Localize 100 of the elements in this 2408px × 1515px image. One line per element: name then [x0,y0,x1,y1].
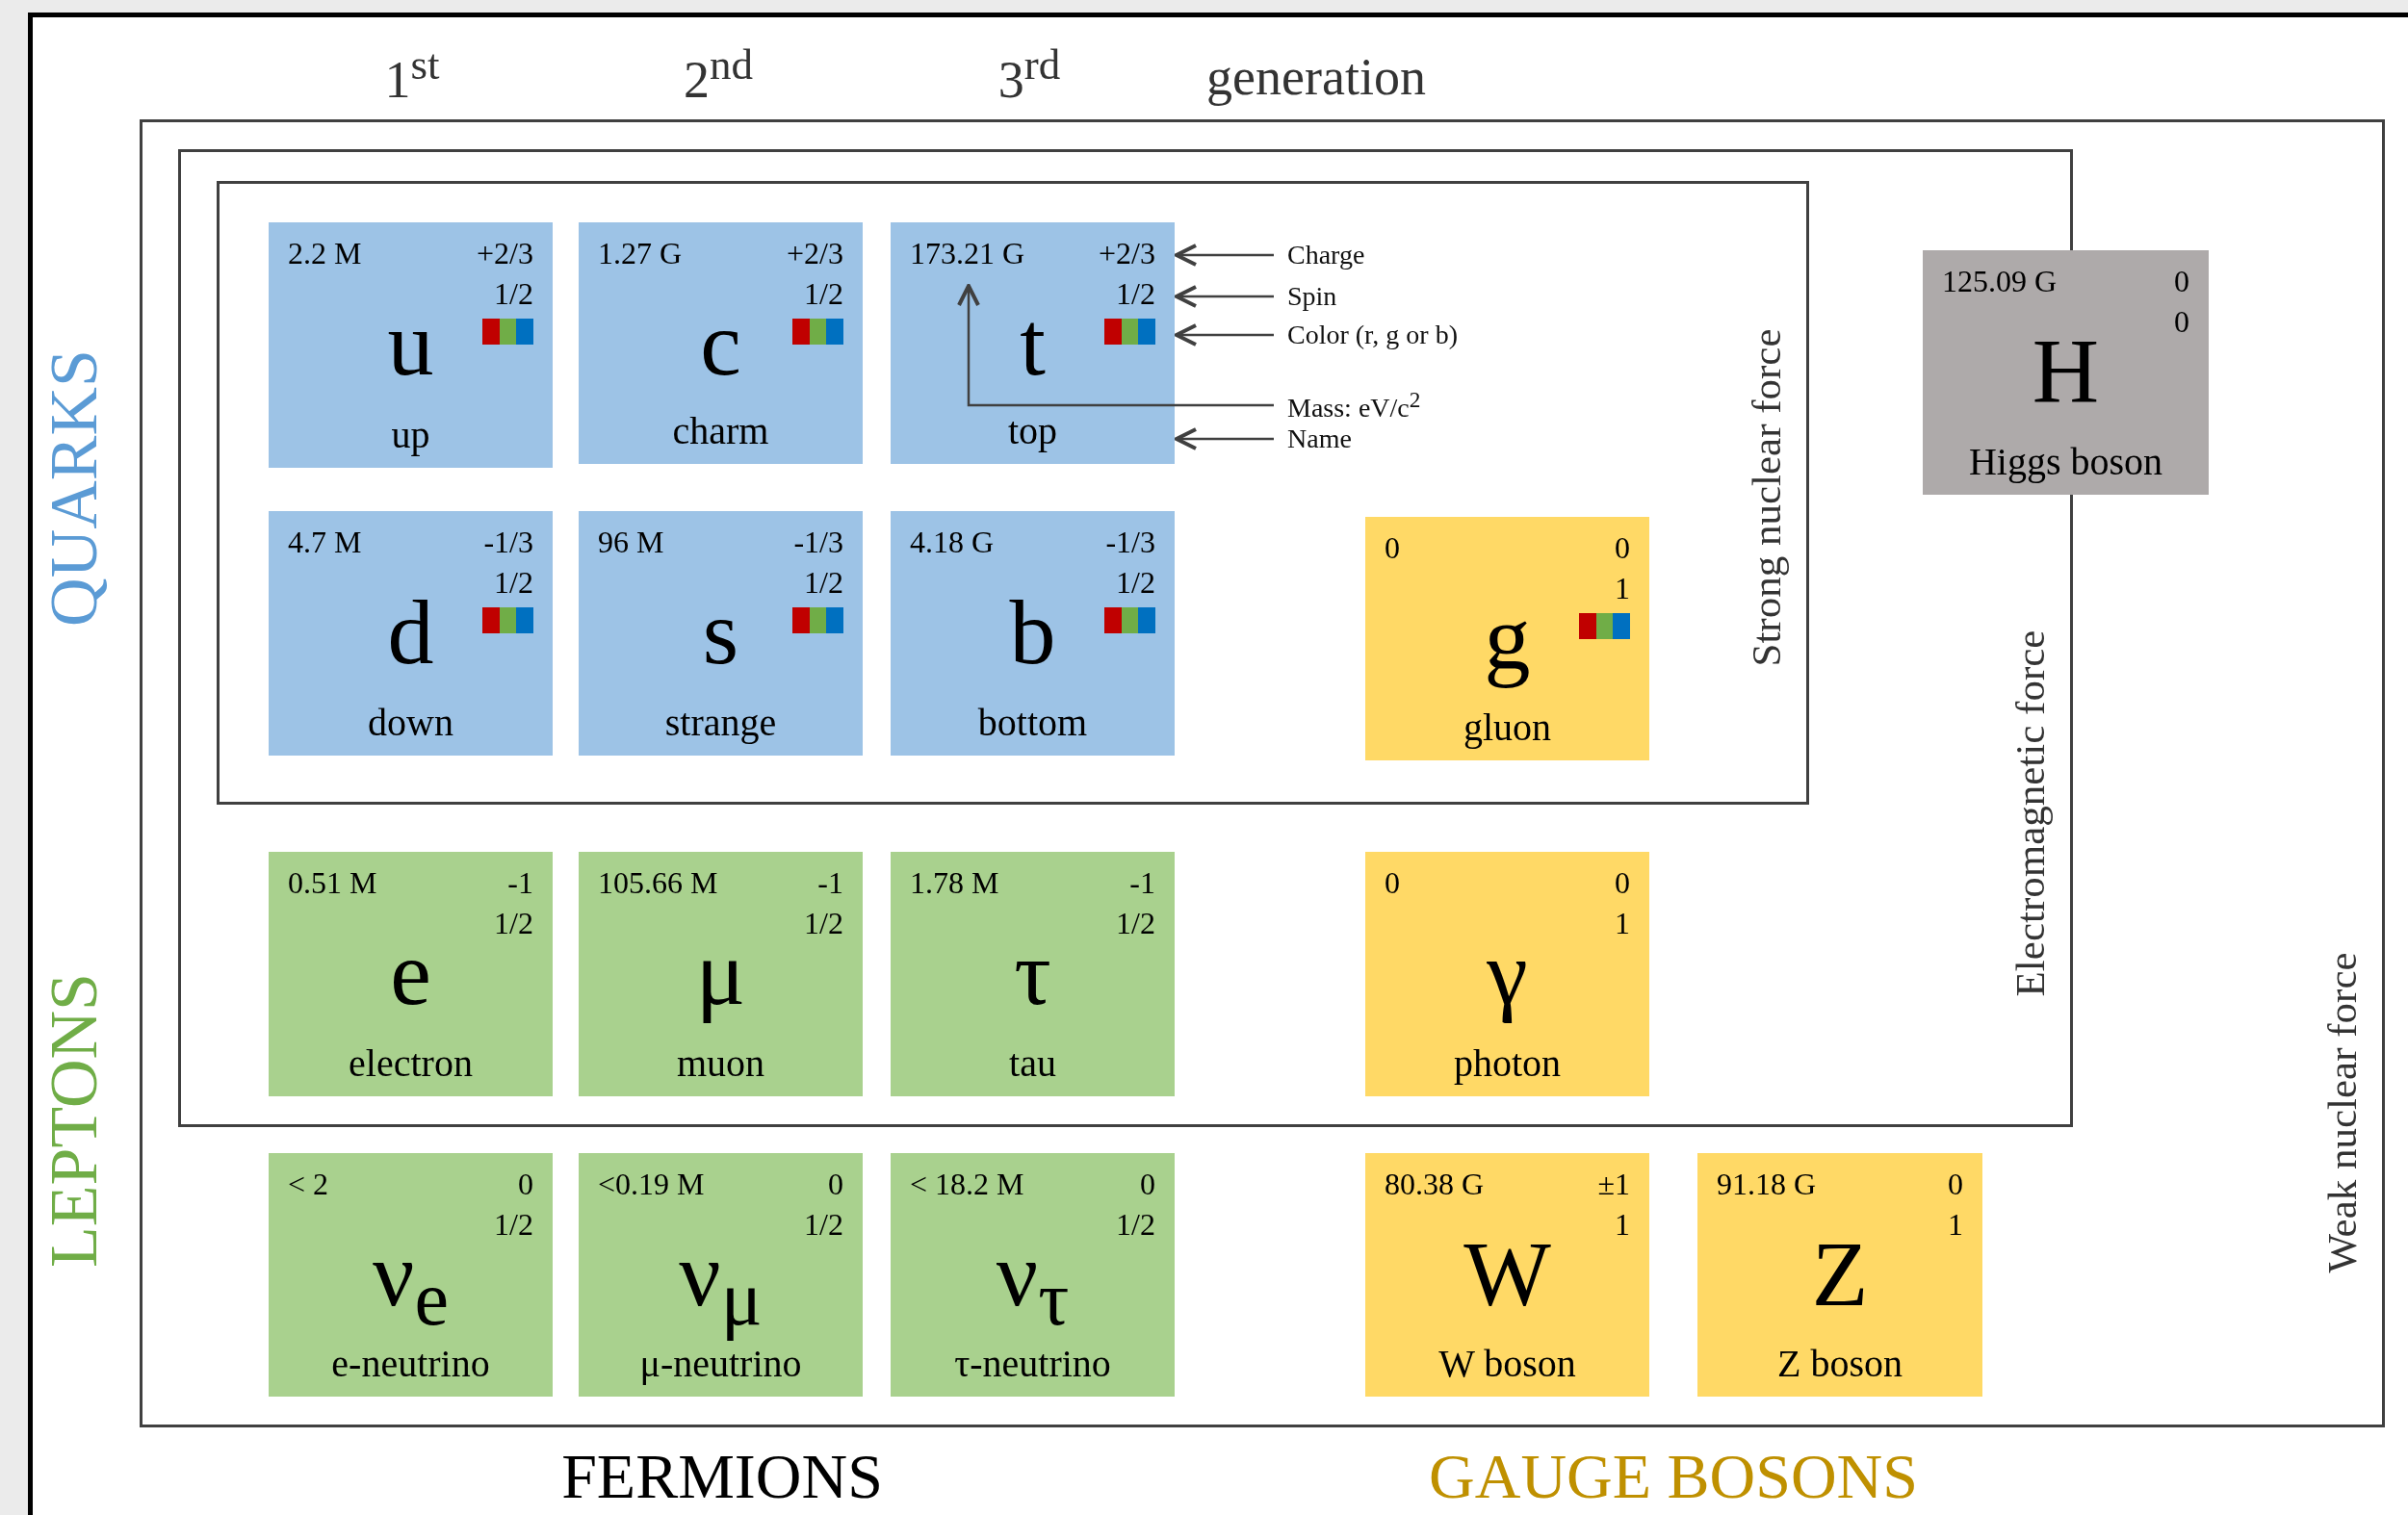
spin-value: 1/2 [1116,1209,1155,1240]
annotation-label: Name [1287,422,1352,456]
leader-arrow [1175,244,1274,267]
particle-name: μ-neutrino [639,1345,802,1383]
particle-symbol: e [390,927,431,1019]
particle-symbol: u [387,297,434,390]
particle-name: Higgs boson [1968,443,2163,481]
spin-value: 1 [1615,1209,1630,1240]
particle-symbol: ν$_{τ}$ [996,1228,1070,1338]
spin-value: 0 [2174,306,2189,337]
force-region-box [217,181,1809,805]
particle-card [269,1153,553,1397]
mass-value: 4.7 M [288,526,362,557]
particle-name: strange [664,704,777,742]
spin-value: 1/2 [1116,908,1155,938]
spin-value: 1/2 [804,908,843,938]
particle-symbol: d [387,586,434,679]
spin-value: 1/2 [804,567,843,598]
particle-card [579,511,863,756]
charge-value: +2/3 [787,238,843,269]
force-region-box [140,119,2385,1427]
group-label: FERMIONS [561,1445,883,1508]
mass-value: 96 M [598,526,664,557]
particle-card [579,1153,863,1397]
particle-card [1923,250,2209,495]
mass-value: 80.38 G [1385,1168,1485,1199]
particle-symbol: W [1463,1228,1551,1321]
particle-name: gluon [1463,708,1552,747]
particle-name: top [1007,412,1058,450]
group-label: GAUGE BOSONS [1429,1445,1918,1508]
charge-value: 0 [1615,532,1630,563]
particle-card [891,852,1175,1096]
particle-name: photon [1453,1044,1562,1083]
mass-value: 0.51 M [288,867,377,898]
particle-card [269,852,553,1096]
mass-value: 2.2 M [288,238,362,269]
particle-name: muon [676,1044,765,1083]
particle-symbol: c [700,297,741,390]
mass-value: < 18.2 M [910,1168,1024,1199]
charge-value: -1 [817,867,843,898]
charge-value: ±1 [1597,1168,1630,1199]
particle-name: tau [1009,1044,1056,1083]
mass-value: 0 [1385,867,1400,898]
mass-value: 4.18 G [910,526,995,557]
charge-value: 0 [2174,266,2189,296]
spin-value: 1 [1948,1209,1963,1240]
charge-value: +2/3 [477,238,533,269]
annotation-label: Mass: eV/c$^{2}$ [1287,388,1421,423]
particle-card [579,852,863,1096]
mass-value: 125.09 G [1942,266,2058,296]
particle-card [1697,1153,1982,1397]
particle-name: Z boson [1777,1345,1903,1383]
particle-symbol: τ [1014,927,1051,1019]
mass-value: 91.18 G [1717,1168,1817,1199]
particle-card [1365,517,1649,760]
spin-value: 1/2 [494,908,533,938]
group-label: LEPTONS [40,973,108,1268]
leader-arrow [1175,323,1274,347]
particle-name: e-neutrino [331,1345,490,1383]
group-label: QUARKS [40,349,108,627]
particle-name: up [391,416,430,454]
generation-label: 3$^{rd}$ [997,42,1061,106]
particle-name: electron [349,1044,473,1083]
particle-symbol: H [2032,325,2100,418]
particle-symbol: Z [1811,1228,1869,1321]
leader-arrow [1175,285,1274,308]
spin-value: 1/2 [494,278,533,309]
particle-symbol: b [1009,586,1056,679]
mass-value: 0 [1385,532,1400,563]
charge-value: 0 [1948,1168,1963,1199]
mass-value: 1.27 G [598,238,683,269]
mass-value: 1.78 M [910,867,999,898]
spin-value: 1/2 [494,567,533,598]
generation-label: 1$^{st}$ [384,42,440,106]
annotation-label: Charge [1287,238,1365,272]
particle-card [891,1153,1175,1397]
spin-value: 1/2 [494,1209,533,1240]
particle-card [269,222,553,468]
mass-value: < 2 [288,1168,329,1199]
particle-symbol: t [1020,297,1046,390]
particle-symbol: ν$_{e}$ [373,1228,449,1338]
particle-card [269,511,553,756]
annotation-label: Spin [1287,279,1337,314]
generation-label: 2$^{nd}$ [684,42,753,106]
particle-symbol: s [702,586,739,679]
leader-arrow [1175,427,1274,450]
spin-value: 1/2 [1116,567,1155,598]
force-label: Weak nuclear force [2320,952,2363,1273]
charge-value: -1/3 [483,526,533,557]
charge-value: -1 [1129,867,1155,898]
charge-value: 0 [1615,867,1630,898]
particle-card [891,222,1175,464]
charge-value: 0 [828,1168,843,1199]
spin-value: 1/2 [804,1209,843,1240]
charge-value: 0 [518,1168,533,1199]
spin-value: 1/2 [1116,278,1155,309]
particle-card [579,222,863,464]
particle-name: down [368,704,453,742]
particle-card [1365,1153,1649,1397]
charge-value: -1 [507,867,533,898]
